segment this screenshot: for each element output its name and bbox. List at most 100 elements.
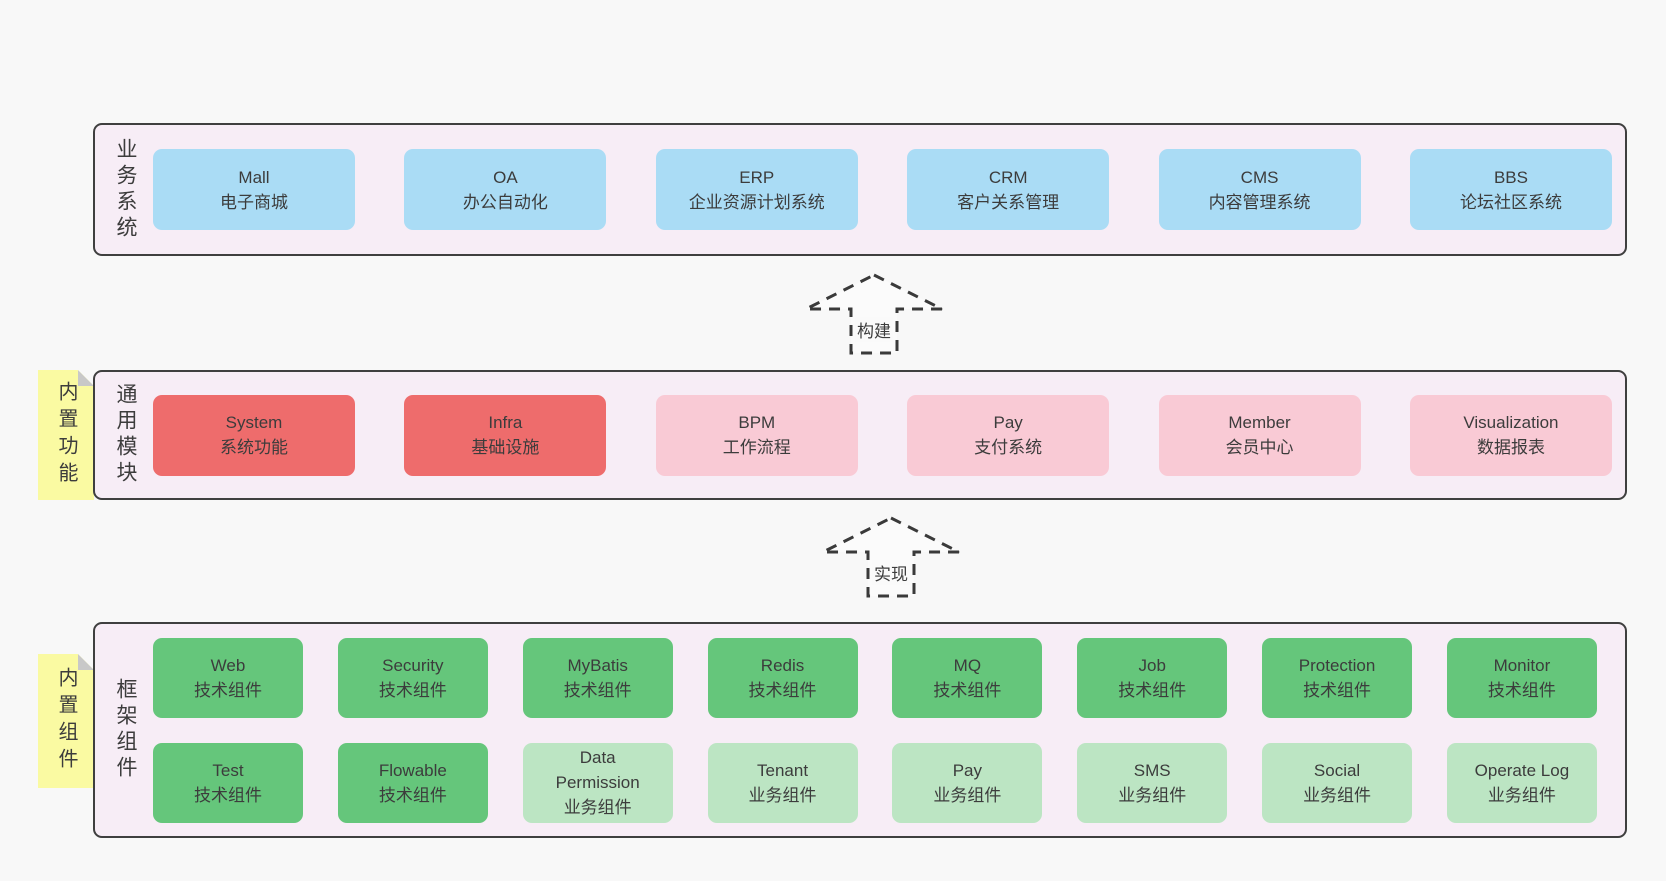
component-subtitle: 技术组件	[563, 680, 632, 700]
component-subtitle: 技术组件	[1303, 680, 1372, 700]
component-subtitle: 技术组件	[748, 680, 817, 700]
module-subtitle: 会员中心	[1225, 438, 1294, 457]
component-name: Protection	[1298, 655, 1376, 675]
component-subtitle: 技术组件	[378, 785, 447, 805]
framework-row-business: Test 技术组件 Flowable 技术组件 Data Permission …	[153, 742, 1597, 823]
band-framework-components: 框架组件 Web 技术组件 Security 技术组件 MyBatis	[93, 622, 1627, 838]
component-box: Operate Log 业务组件	[1446, 742, 1597, 823]
component-subtitle: 业务组件	[1487, 785, 1556, 805]
component-name: Operate Log	[1474, 760, 1570, 780]
component-subtitle: 业务组件	[748, 785, 817, 805]
module-subtitle: 电子商城	[220, 192, 288, 212]
module-subtitle: 企业资源计划系统	[688, 192, 825, 212]
module-name: BBS	[1493, 167, 1528, 187]
component-box: MQ 技术组件	[892, 637, 1043, 718]
framework-row-technical: Web 技术组件 Security 技术组件 MyBatis 技术组件	[153, 637, 1597, 718]
component-subtitle: 业务组件	[1303, 785, 1372, 805]
dashed-up-arrow-icon	[822, 516, 960, 598]
component-box: Tenant 业务组件	[707, 742, 858, 823]
component-subtitle: 技术组件	[1118, 680, 1187, 700]
module-subtitle: 论坛社区系统	[1459, 192, 1562, 212]
module-name: Member	[1228, 413, 1291, 432]
component-box: Redis 技术组件	[707, 637, 858, 718]
module-box: Infra 基础设施	[404, 394, 607, 476]
component-name: Pay	[952, 760, 983, 780]
component-subtitle: 技术组件	[194, 785, 262, 805]
component-name: SMS	[1133, 760, 1171, 780]
component-box: Data Permission 业务组件	[522, 742, 673, 823]
component-subtitle: 技术组件	[1487, 680, 1556, 700]
business-boxes: Mall 电子商城 OA 办公自动化 ERP 企业资源计划系统 CRM 客户关系…	[153, 149, 1612, 230]
module-subtitle: 系统功能	[220, 438, 288, 457]
module-name: System	[225, 413, 283, 432]
band-framework-label: 框架组件	[114, 678, 137, 782]
framework-rows: Web 技术组件 Security 技术组件 MyBatis 技术组件	[153, 637, 1597, 823]
component-box: MyBatis 技术组件	[522, 637, 673, 718]
note-built-in-functions: 内置功能	[38, 370, 94, 500]
component-name: Test	[212, 760, 244, 780]
component-subtitle: 技术组件	[933, 680, 1002, 700]
component-subtitle: 技术组件	[378, 680, 447, 700]
component-name: Web	[210, 655, 246, 675]
component-subtitle: 业务组件	[1118, 785, 1187, 805]
band-business-label: 业务系统	[114, 137, 137, 242]
module-box: Member 会员中心	[1158, 394, 1361, 476]
arrow-implement-label: 实现	[872, 560, 910, 585]
module-box: Visualization 数据报表	[1409, 394, 1612, 476]
component-name: Social	[1313, 760, 1361, 780]
component-name: MQ	[953, 655, 982, 675]
component-box: Social 业务组件	[1262, 742, 1413, 823]
module-name: Mall	[238, 167, 270, 187]
module-name: BPM	[738, 413, 776, 432]
component-name: Security	[382, 655, 444, 675]
note-built-in-components-label: 内置组件	[55, 667, 77, 775]
module-box: System 系统功能	[153, 394, 355, 476]
component-name: Flowable	[378, 760, 447, 780]
module-subtitle: 工作流程	[722, 438, 791, 457]
component-box: Protection 技术组件	[1262, 637, 1413, 718]
component-name: Redis	[760, 655, 805, 675]
module-box: CMS 内容管理系统	[1158, 149, 1361, 230]
band-modules-label: 通用模块	[114, 383, 137, 487]
module-boxes: System 系统功能 Infra 基础设施 BPM 工作流程 Pay 支付系统	[153, 394, 1612, 476]
module-subtitle: 内容管理系统	[1208, 192, 1311, 212]
module-box: BPM 工作流程	[655, 394, 858, 476]
component-box: Test 技术组件	[153, 742, 303, 823]
band-common-modules: 通用模块 System 系统功能 Infra 基础设施 BPM 工作流程	[93, 370, 1627, 500]
module-subtitle: 支付系统	[974, 438, 1043, 457]
module-name: ERP	[739, 167, 775, 187]
module-name: CMS	[1240, 167, 1279, 187]
component-box: Job 技术组件	[1077, 637, 1228, 718]
module-name: OA	[493, 167, 518, 187]
component-box: Web 技术组件	[153, 637, 303, 718]
module-box: Pay 支付系统	[907, 394, 1110, 476]
module-name: CRM	[988, 167, 1028, 187]
module-box: ERP 企业资源计划系统	[655, 149, 858, 230]
component-name: Monitor	[1493, 655, 1551, 675]
note-fold-corner-icon	[78, 654, 94, 670]
component-subtitle: 业务组件	[933, 785, 1002, 805]
component-name: Job	[1138, 655, 1166, 675]
note-fold-corner-icon	[78, 370, 94, 386]
module-name: Visualization	[1463, 413, 1559, 432]
module-box: CRM 客户关系管理	[907, 149, 1110, 230]
component-box: Security 技术组件	[337, 637, 488, 718]
band-business-systems: 业务系统 Mall 电子商城 OA 办公自动化 ERP 企业资源计划系统	[93, 123, 1627, 256]
module-box: Mall 电子商城	[153, 149, 355, 230]
component-name: Data Permission	[555, 748, 640, 792]
arrow-up-implement-icon: 实现	[820, 515, 962, 599]
component-name: Tenant	[757, 760, 809, 780]
arrow-build-label: 构建	[855, 317, 893, 342]
component-name: MyBatis	[567, 655, 628, 675]
module-subtitle: 办公自动化	[462, 192, 548, 212]
component-box: Monitor 技术组件	[1446, 637, 1597, 718]
module-box: OA 办公自动化	[404, 149, 607, 230]
module-subtitle: 基础设施	[471, 438, 540, 457]
component-box: Pay 业务组件	[892, 742, 1043, 823]
module-name: Pay	[993, 413, 1023, 432]
component-box: Flowable 技术组件	[337, 742, 488, 823]
arrow-up-build-icon: 构建	[803, 272, 945, 356]
component-subtitle: 业务组件	[563, 798, 632, 817]
component-subtitle: 技术组件	[194, 680, 262, 700]
